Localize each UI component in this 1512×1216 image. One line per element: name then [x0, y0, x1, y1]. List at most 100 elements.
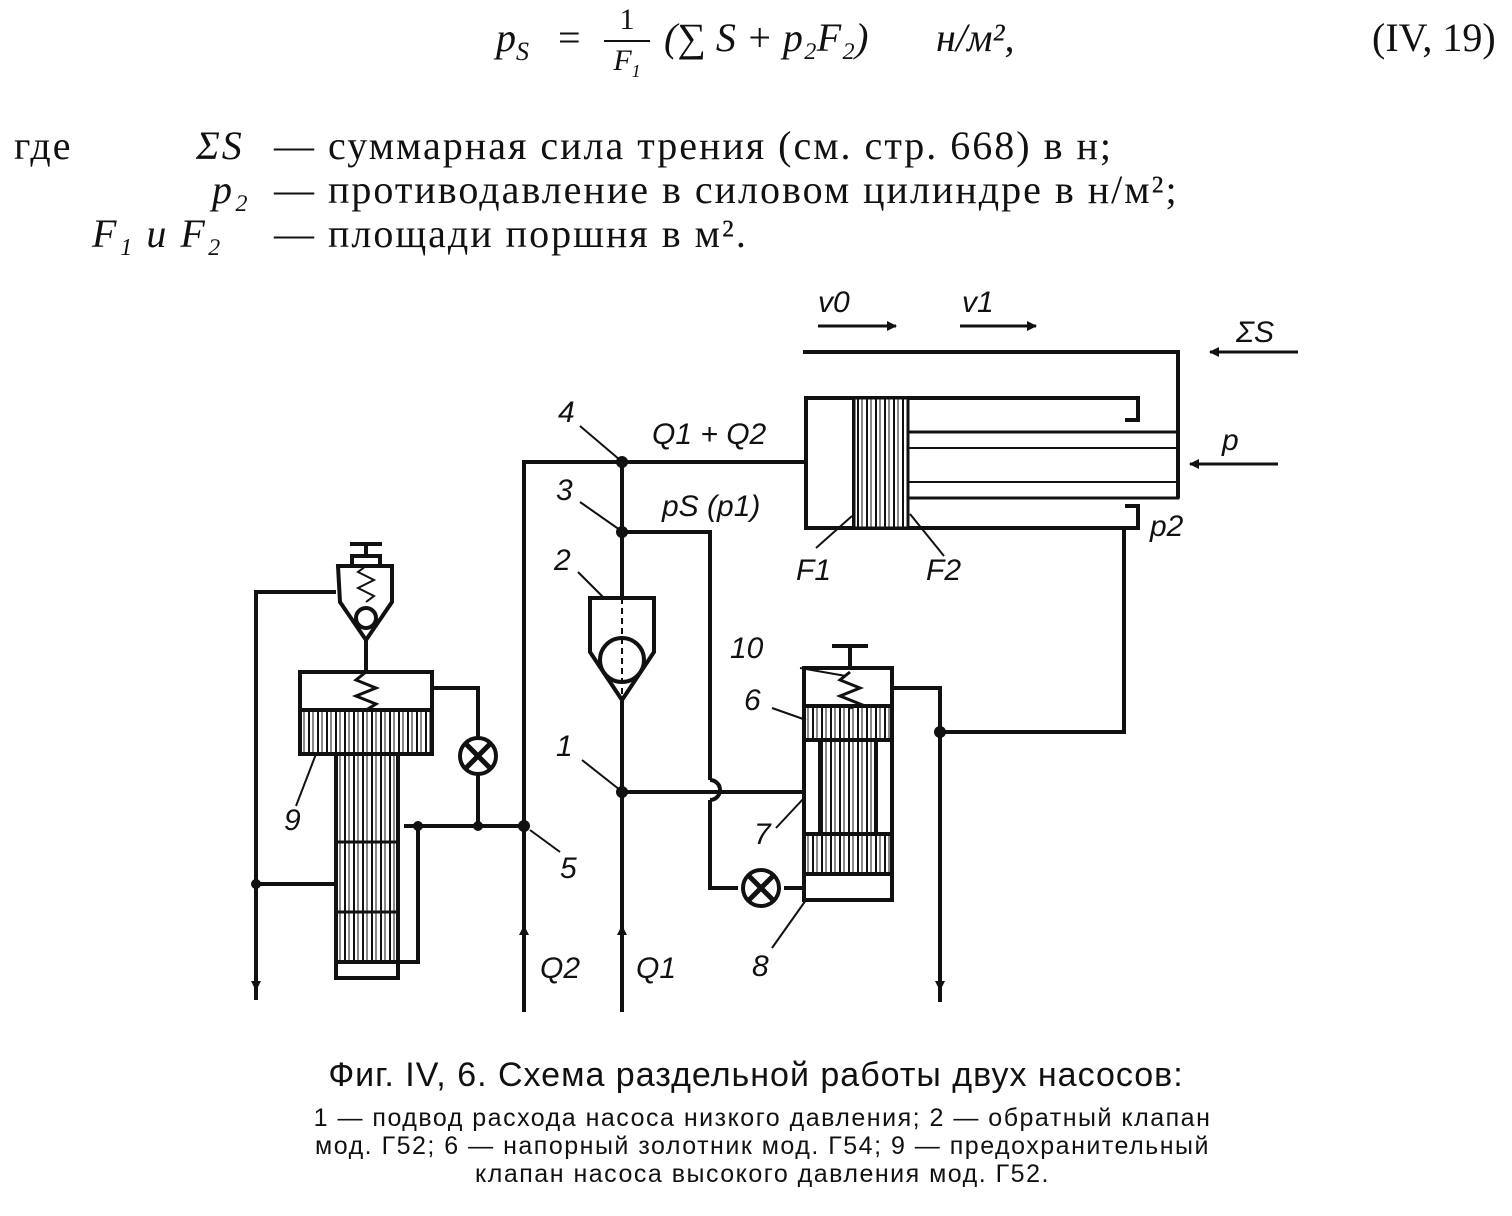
cylinder-left-chamber — [804, 396, 856, 530]
label-10: 10 — [730, 632, 764, 665]
formula-lhs-subscript: S — [516, 37, 529, 66]
pilot-valve-spring — [355, 565, 377, 603]
label-5: 5 — [560, 852, 577, 885]
definition-3-text: — площади поршня в м². — [274, 211, 748, 256]
label-6: 6 — [744, 684, 761, 717]
where-word: где — [14, 123, 73, 168]
pilot-valve-body — [335, 564, 394, 644]
leader-10 — [799, 667, 847, 677]
valve-6-drain-line — [892, 686, 942, 1002]
valve-6-spring — [835, 670, 865, 710]
relief-valve-spring — [351, 670, 381, 712]
relief-valve-head — [298, 708, 434, 756]
junction-drain — [251, 879, 261, 889]
leader-3 — [579, 501, 621, 531]
check-valve-2 — [588, 596, 656, 704]
valve-6-spool — [818, 738, 878, 836]
caption-line-3: клапан насоса высокого давления мод. Г52… — [475, 1160, 1050, 1188]
formula-equals: = — [558, 15, 581, 60]
arrows — [251, 321, 1298, 991]
label-f1: F1 — [796, 554, 831, 587]
definition-1-symbol: ΣS — [196, 123, 244, 168]
leader-f1 — [815, 515, 853, 549]
sequence-valve-6 — [802, 644, 894, 902]
definition-2-text: — противодавление в силовом цилиндре в н… — [274, 167, 1179, 212]
figure-caption-body: 1 — подвод расхода насоса низкого давлен… — [220, 1104, 1305, 1188]
leader-6 — [771, 707, 807, 721]
label-p2: p2 — [1149, 510, 1184, 543]
formula-fraction-numerator: 1 — [604, 0, 650, 42]
leader-2 — [577, 571, 605, 599]
leader-8 — [771, 899, 807, 949]
branch-3-lower — [708, 800, 738, 890]
label-3: 3 — [556, 474, 573, 507]
junction-p2 — [934, 726, 946, 738]
junction-throttle-left — [473, 821, 483, 831]
label-2: 2 — [553, 544, 571, 577]
label-9: 9 — [284, 804, 301, 837]
formula-fraction-denominator-symbol: F — [613, 44, 632, 77]
relief-drain-line — [254, 590, 336, 1000]
relief-pilot-line — [398, 826, 420, 964]
throttle-right — [741, 868, 781, 908]
label-q1: Q1 — [636, 952, 676, 985]
junction-5 — [518, 820, 530, 832]
definition-2-symbol: p₂ — [212, 167, 250, 212]
diagram-labels: v0 v1 ΣS p p2 F1 F2 Q1 + Q2 pS (p1) Q1 Q… — [284, 286, 1274, 985]
label-1: 1 — [556, 730, 573, 763]
label-v1: v1 — [962, 286, 994, 319]
leader-4 — [579, 425, 621, 461]
label-8: 8 — [752, 950, 769, 983]
definition-1-text: — суммарная сила трения (см. стр. 668) в… — [274, 123, 1114, 168]
formula-lhs-symbol: p — [496, 15, 516, 60]
valve-6-bottom — [802, 872, 894, 902]
caption-line-1: 1 — подвод расхода насоса низкого давлен… — [313, 1104, 1212, 1132]
branch-3-line — [622, 530, 712, 780]
formula-rhs: (∑ S + p₂F₂) — [664, 15, 869, 60]
valve-6-head — [802, 704, 894, 742]
relief-valve-stem — [334, 752, 400, 964]
label-sum-s: ΣS — [1235, 316, 1274, 349]
leader-7 — [775, 797, 805, 829]
cylinder-top-wall — [854, 396, 1140, 422]
relief-valve-9 — [298, 542, 434, 980]
leader-f2 — [909, 513, 945, 557]
relief-valve-cap — [298, 670, 434, 712]
figure-caption-title: Фиг. IV, 6. Схема раздельной работы двух… — [328, 1056, 1184, 1094]
pilot-valve-adjuster — [350, 542, 382, 566]
p2-line — [940, 530, 1126, 734]
label-7: 7 — [754, 818, 772, 851]
formula-fraction: 1 F1 — [604, 0, 650, 90]
pilot-valve-ball — [354, 606, 378, 630]
valve-6-lower-land — [802, 832, 894, 876]
formula-lhs: pS — [496, 14, 529, 67]
valve-6-adjuster — [832, 644, 868, 668]
label-q2: Q2 — [540, 952, 580, 985]
label-v0: v0 — [818, 286, 850, 319]
leader-5 — [529, 829, 561, 853]
label-4: 4 — [558, 396, 575, 429]
leader-lines — [295, 425, 945, 949]
label-p: p — [1221, 424, 1239, 457]
label-q1q2: Q1 + Q2 — [652, 418, 767, 451]
label-f2: F2 — [926, 554, 961, 587]
piston — [852, 396, 910, 530]
relief-valve-base — [334, 960, 400, 980]
formula-unit: н/м², — [936, 15, 1015, 60]
piston-rod — [906, 430, 1180, 500]
leader-1 — [581, 759, 621, 791]
cylinder-bottom-wall — [854, 504, 1140, 530]
label-ps: pS (p1) — [661, 490, 760, 523]
throttle-left — [458, 736, 498, 776]
throttle-right-cross — [746, 873, 776, 903]
junction-relief-pilot — [413, 821, 423, 831]
formula-number: (IV, 19) — [1372, 15, 1496, 60]
throttle-9-upper-line — [432, 686, 480, 738]
caption-line-2: мод. Г52; 6 — напорный золотник мод. Г54… — [315, 1132, 1210, 1160]
formula-fraction-denominator: F1 — [604, 42, 650, 90]
leader-9 — [295, 753, 317, 807]
definition-3-symbol: F₁ и F₂ — [92, 211, 223, 256]
formula-fraction-denominator-subscript: 1 — [631, 61, 641, 81]
throttle-left-cross — [463, 741, 493, 771]
